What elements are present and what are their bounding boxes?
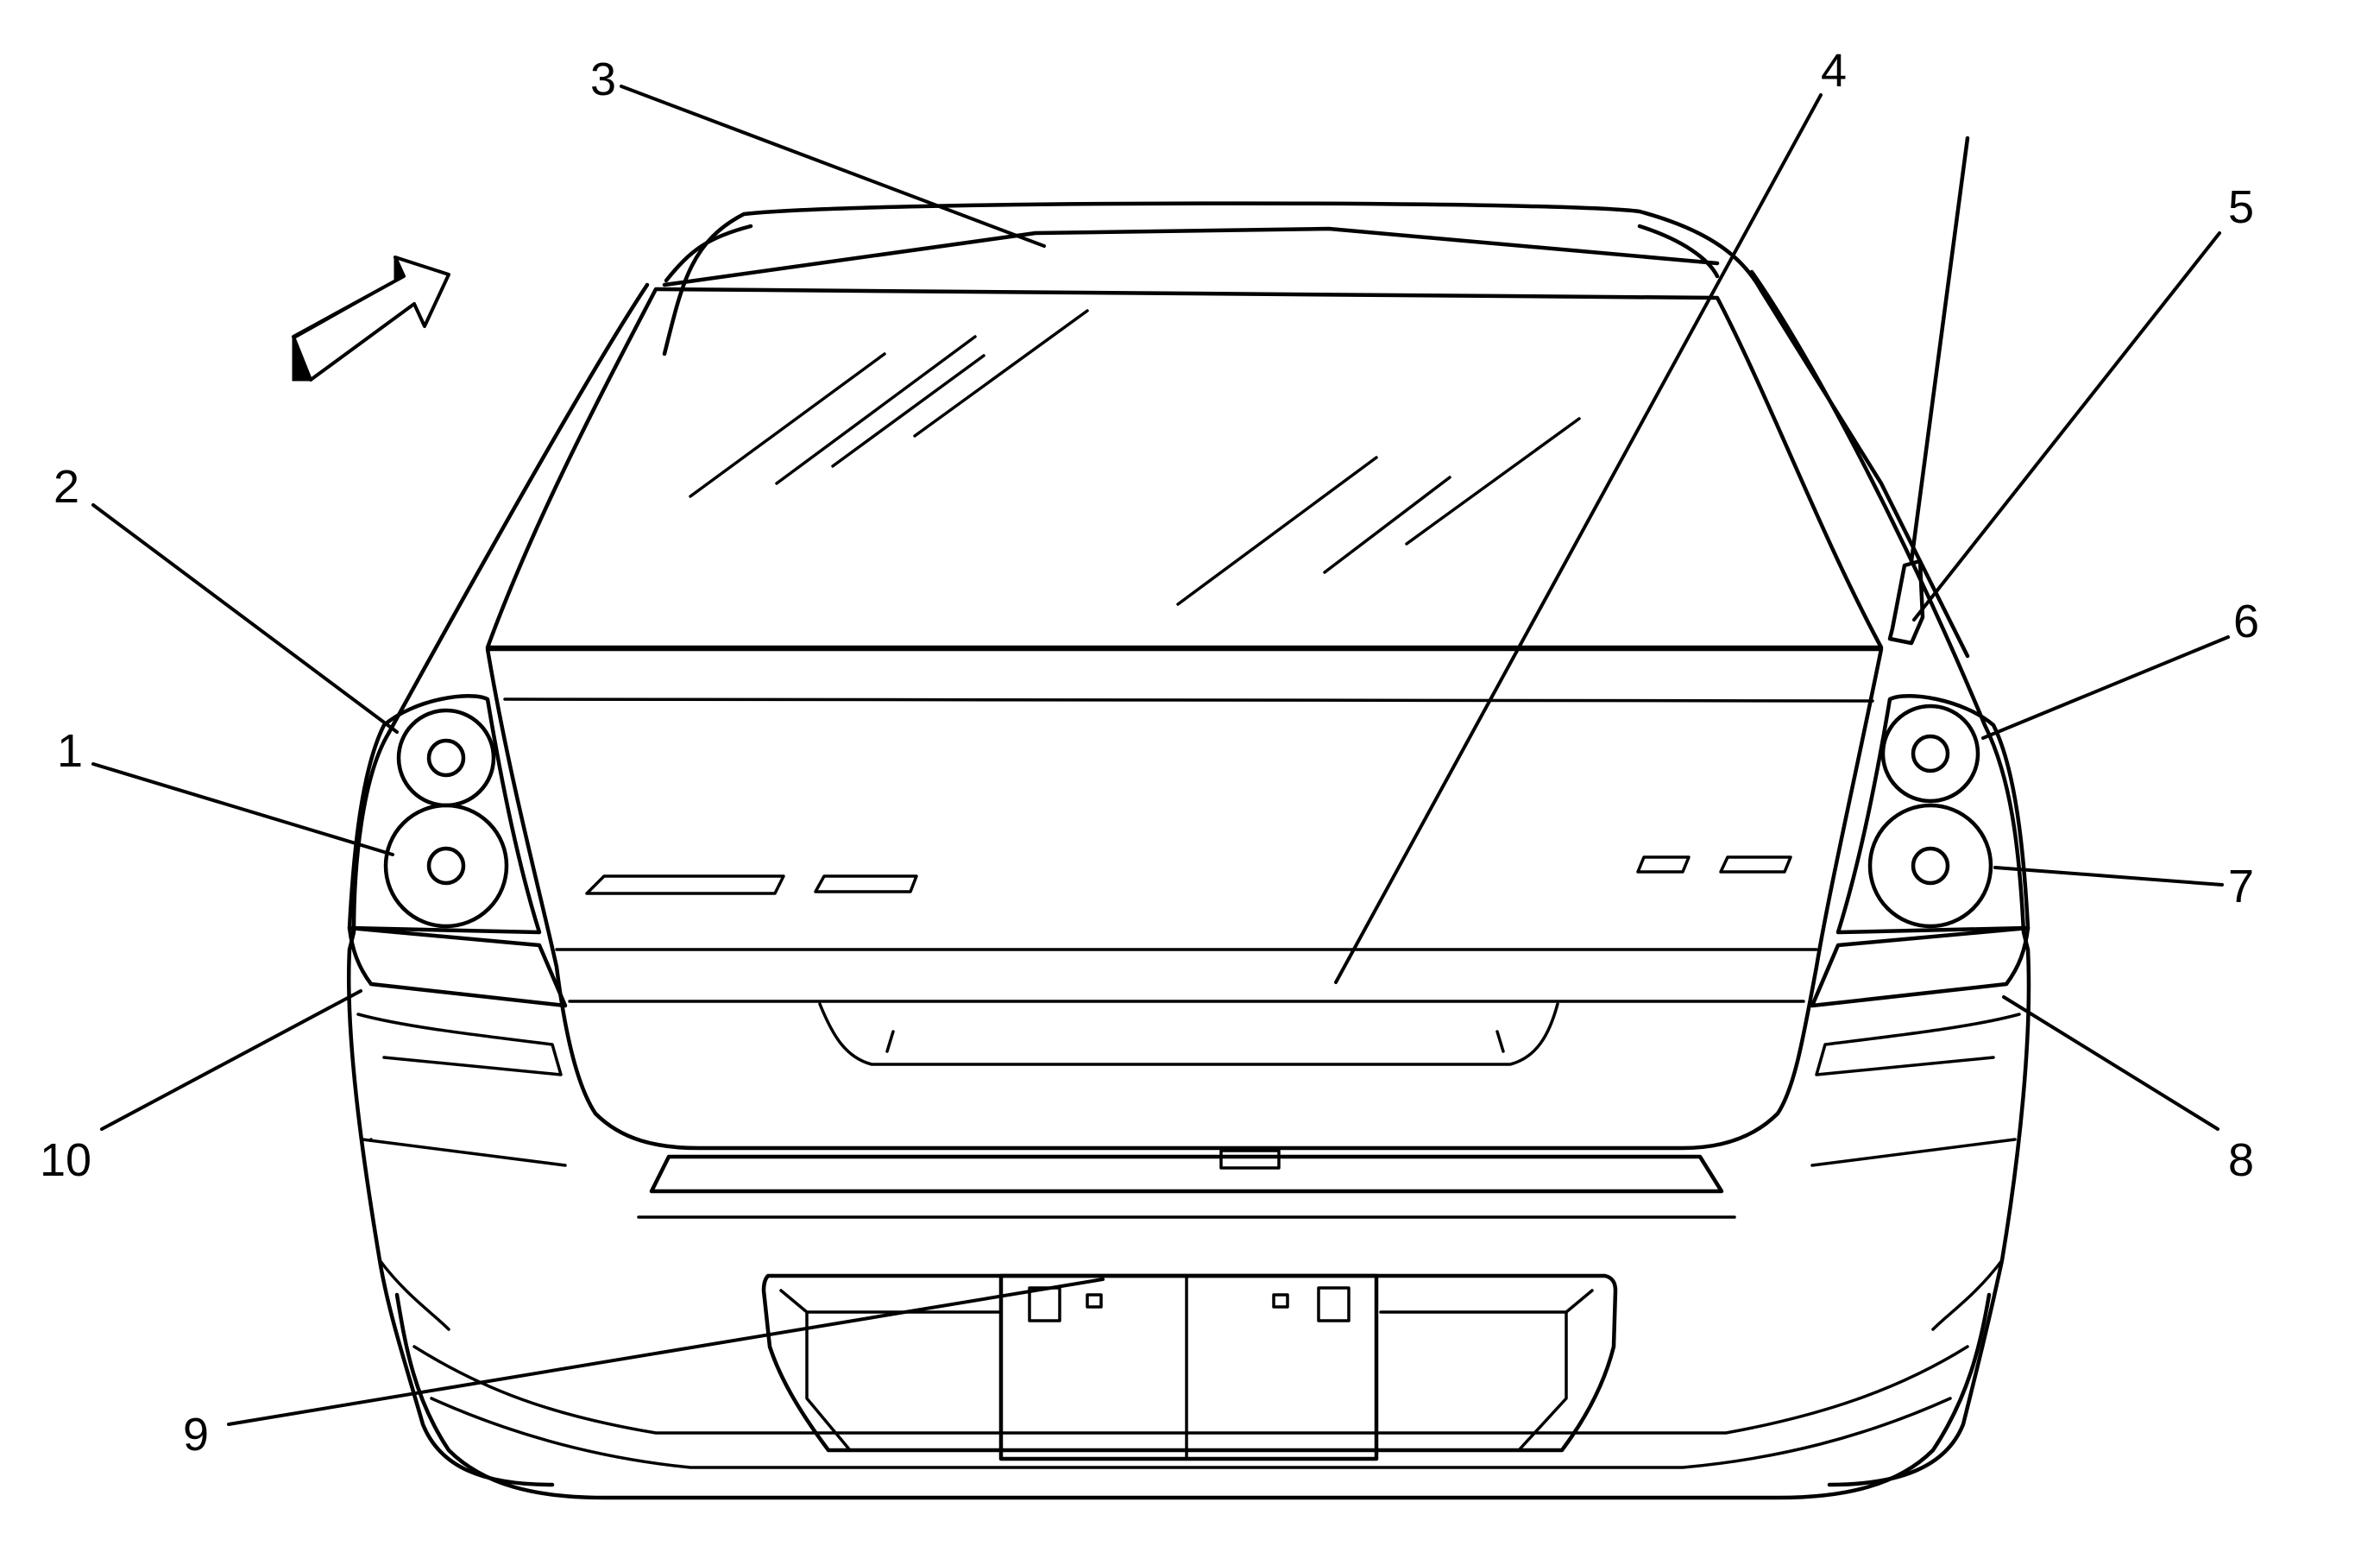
leader-5 — [1912, 231, 2221, 622]
right-lower-lamp-outer — [1867, 803, 1993, 929]
left-lower-lamp-inner — [426, 846, 466, 886]
vehicle-body — [346, 136, 2031, 1500]
antenna-mast — [1909, 136, 1970, 564]
callout-4: 4 — [1821, 45, 1847, 97]
callout-5: 5 — [2228, 181, 2254, 233]
liftgate-handle-recess — [818, 1002, 1559, 1066]
license-plate — [998, 1273, 1379, 1461]
left-emblem-2 — [814, 874, 918, 893]
liftgate-crease — [503, 697, 1874, 703]
right-upper-lamp-inner — [1911, 734, 1950, 773]
bumper-lower-trim — [412, 1345, 1969, 1435]
leader-2 — [91, 503, 399, 734]
license-plate-lamp-right — [1317, 1286, 1351, 1322]
left-upper-lamp-outer — [396, 708, 496, 808]
right-upper-lamp-outer — [1880, 704, 1980, 804]
leader-10 — [100, 989, 362, 1131]
leader-6 — [1981, 635, 2230, 740]
left-emblem-1 — [585, 874, 785, 895]
callout-leaders — [91, 85, 2230, 1426]
antenna-base — [1887, 558, 1925, 646]
callout-1: 1 — [57, 725, 83, 777]
callout-labels: 1 2 3 4 5 6 7 8 9 10 — [40, 45, 2259, 1461]
left-upper-lamp-inner — [426, 738, 466, 778]
callout-10: 10 — [40, 1134, 91, 1186]
roof-spoiler-inner — [664, 224, 1720, 283]
liftgate-latch — [1219, 1149, 1281, 1170]
license-plate-pocket — [761, 1273, 1618, 1453]
callout-3: 3 — [590, 54, 616, 105]
liftgate-panel — [485, 647, 1884, 1151]
roof-outline — [662, 201, 1970, 659]
rear-window — [485, 287, 1884, 650]
left-lower-lamp-outer — [383, 803, 509, 929]
left-fascia-strip — [347, 925, 568, 1008]
leader-8 — [2002, 995, 2219, 1131]
callout-6: 6 — [2233, 596, 2259, 647]
leader-1 — [91, 762, 394, 856]
right-emblem-2 — [1719, 855, 1792, 874]
callout-9: 9 — [183, 1409, 209, 1461]
right-side-outline — [1749, 269, 2031, 1487]
right-taillight-housing — [1835, 694, 2031, 935]
bumper-lower — [394, 1292, 1992, 1500]
callout-8: 8 — [2228, 1134, 2254, 1186]
leader-9 — [227, 1278, 1105, 1426]
left-side-outline — [346, 282, 650, 1487]
callout-7: 7 — [2228, 861, 2254, 912]
front-direction-arrow-icon — [292, 256, 450, 382]
callout-2: 2 — [54, 461, 79, 513]
leader-3 — [620, 85, 1046, 248]
leader-4 — [1334, 93, 1823, 984]
license-plate-lamp-left — [1028, 1286, 1061, 1322]
left-taillight-housing — [347, 694, 542, 935]
window-reflections — [689, 309, 1581, 606]
leader-7 — [1993, 866, 2224, 887]
right-fascia-strip — [1810, 925, 2031, 1008]
roof-spoiler — [662, 226, 1720, 287]
right-emblem-1 — [1636, 855, 1691, 874]
right-lower-lamp-inner — [1911, 846, 1950, 886]
bumper-step — [649, 1154, 1724, 1194]
